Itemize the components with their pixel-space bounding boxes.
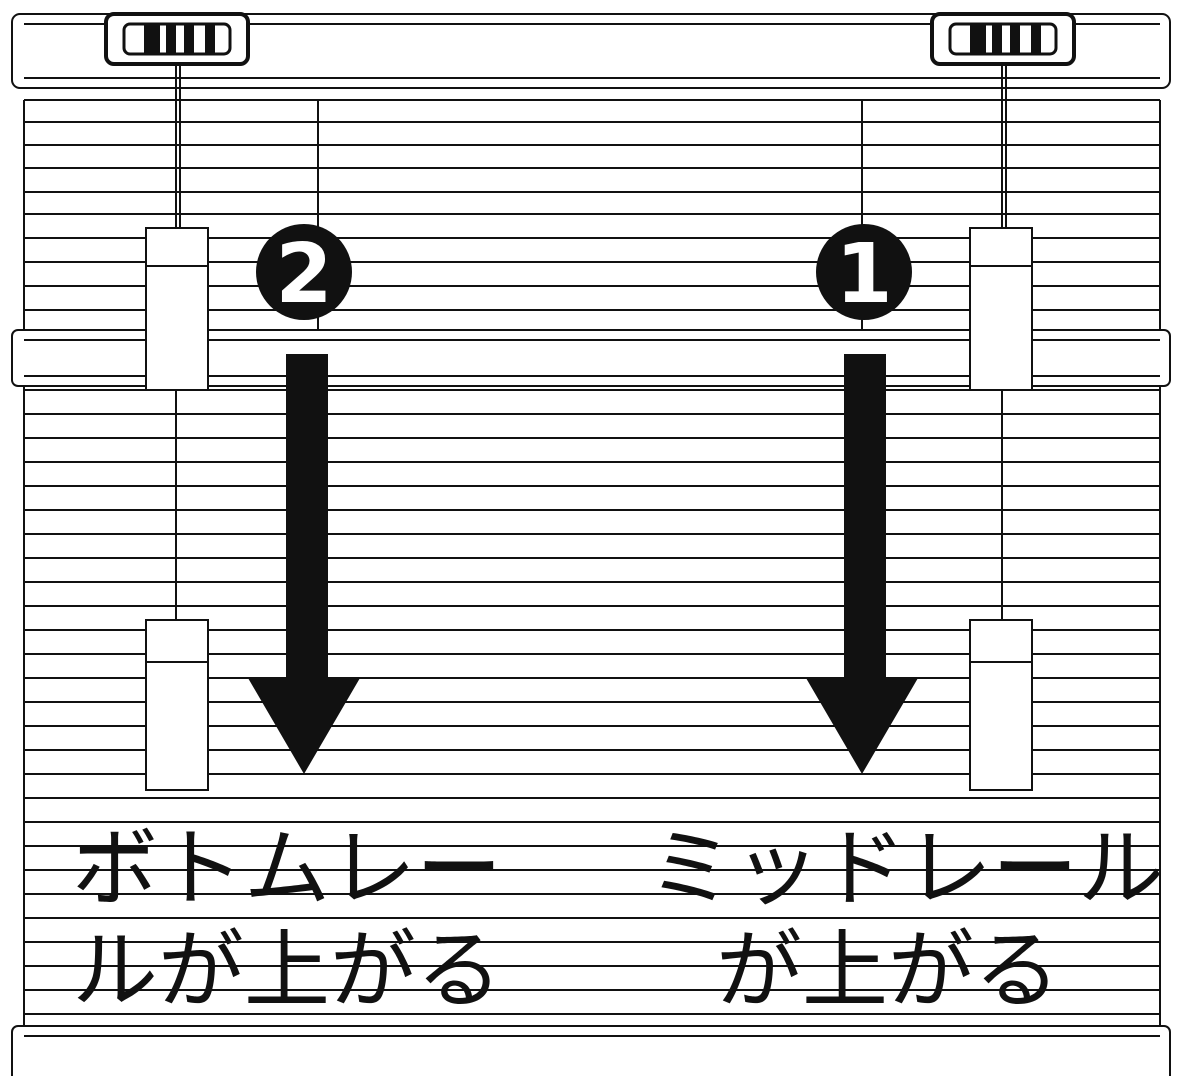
arrow-down-icon [806, 354, 918, 774]
right-lower-handle [969, 619, 1033, 791]
badge-1: 1 [816, 224, 912, 322]
left-bracket [104, 12, 250, 66]
badge-2-label: 2 [275, 227, 332, 322]
left-lower-handle [145, 619, 209, 791]
bottom-rail [11, 1025, 1171, 1076]
right-label-line2: が上がる [716, 921, 1060, 1021]
support-strings [175, 60, 1007, 620]
left-label: ボトムレー ルが上がる [72, 819, 502, 1021]
left-upper-handle [145, 227, 209, 391]
badge-1-label: 1 [835, 227, 892, 322]
right-bracket [930, 12, 1076, 66]
left-label-line2: ルが上がる [72, 921, 502, 1021]
arrow-down-icon [248, 354, 360, 774]
left-label-line1: ボトムレー [72, 819, 502, 919]
badge-2: 2 [256, 224, 352, 322]
right-upper-handle [969, 227, 1033, 391]
right-label: ミッドレール が上がる [648, 819, 1164, 1021]
right-label-line1: ミッドレール [648, 819, 1164, 919]
